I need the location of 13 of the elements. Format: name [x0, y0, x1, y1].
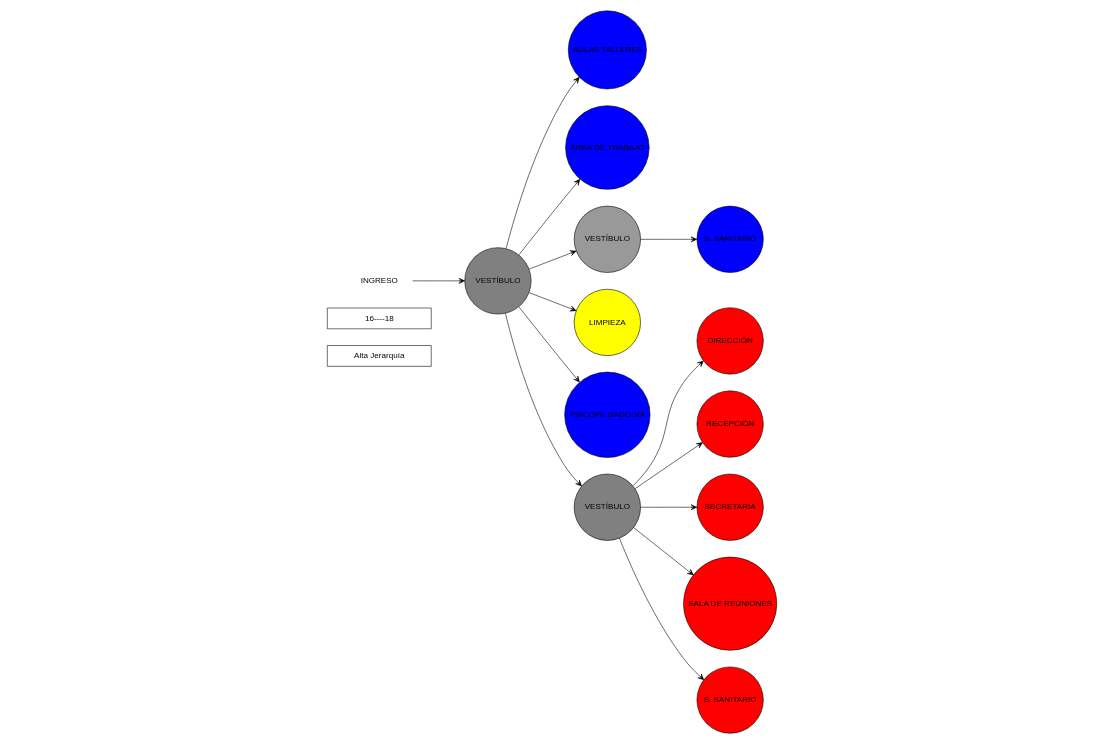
arrow: [618, 537, 704, 681]
arrow: [634, 442, 703, 489]
arrow: [411, 278, 465, 284]
arrow: [632, 360, 704, 487]
arrow: [518, 179, 580, 256]
arrow: [505, 77, 580, 249]
arrow: [632, 527, 694, 576]
arrow: [504, 312, 582, 487]
arrow: [528, 250, 576, 270]
arrow: [518, 306, 580, 383]
arrow: [639, 236, 697, 243]
arrow: [639, 504, 697, 511]
arrow: [528, 292, 576, 312]
